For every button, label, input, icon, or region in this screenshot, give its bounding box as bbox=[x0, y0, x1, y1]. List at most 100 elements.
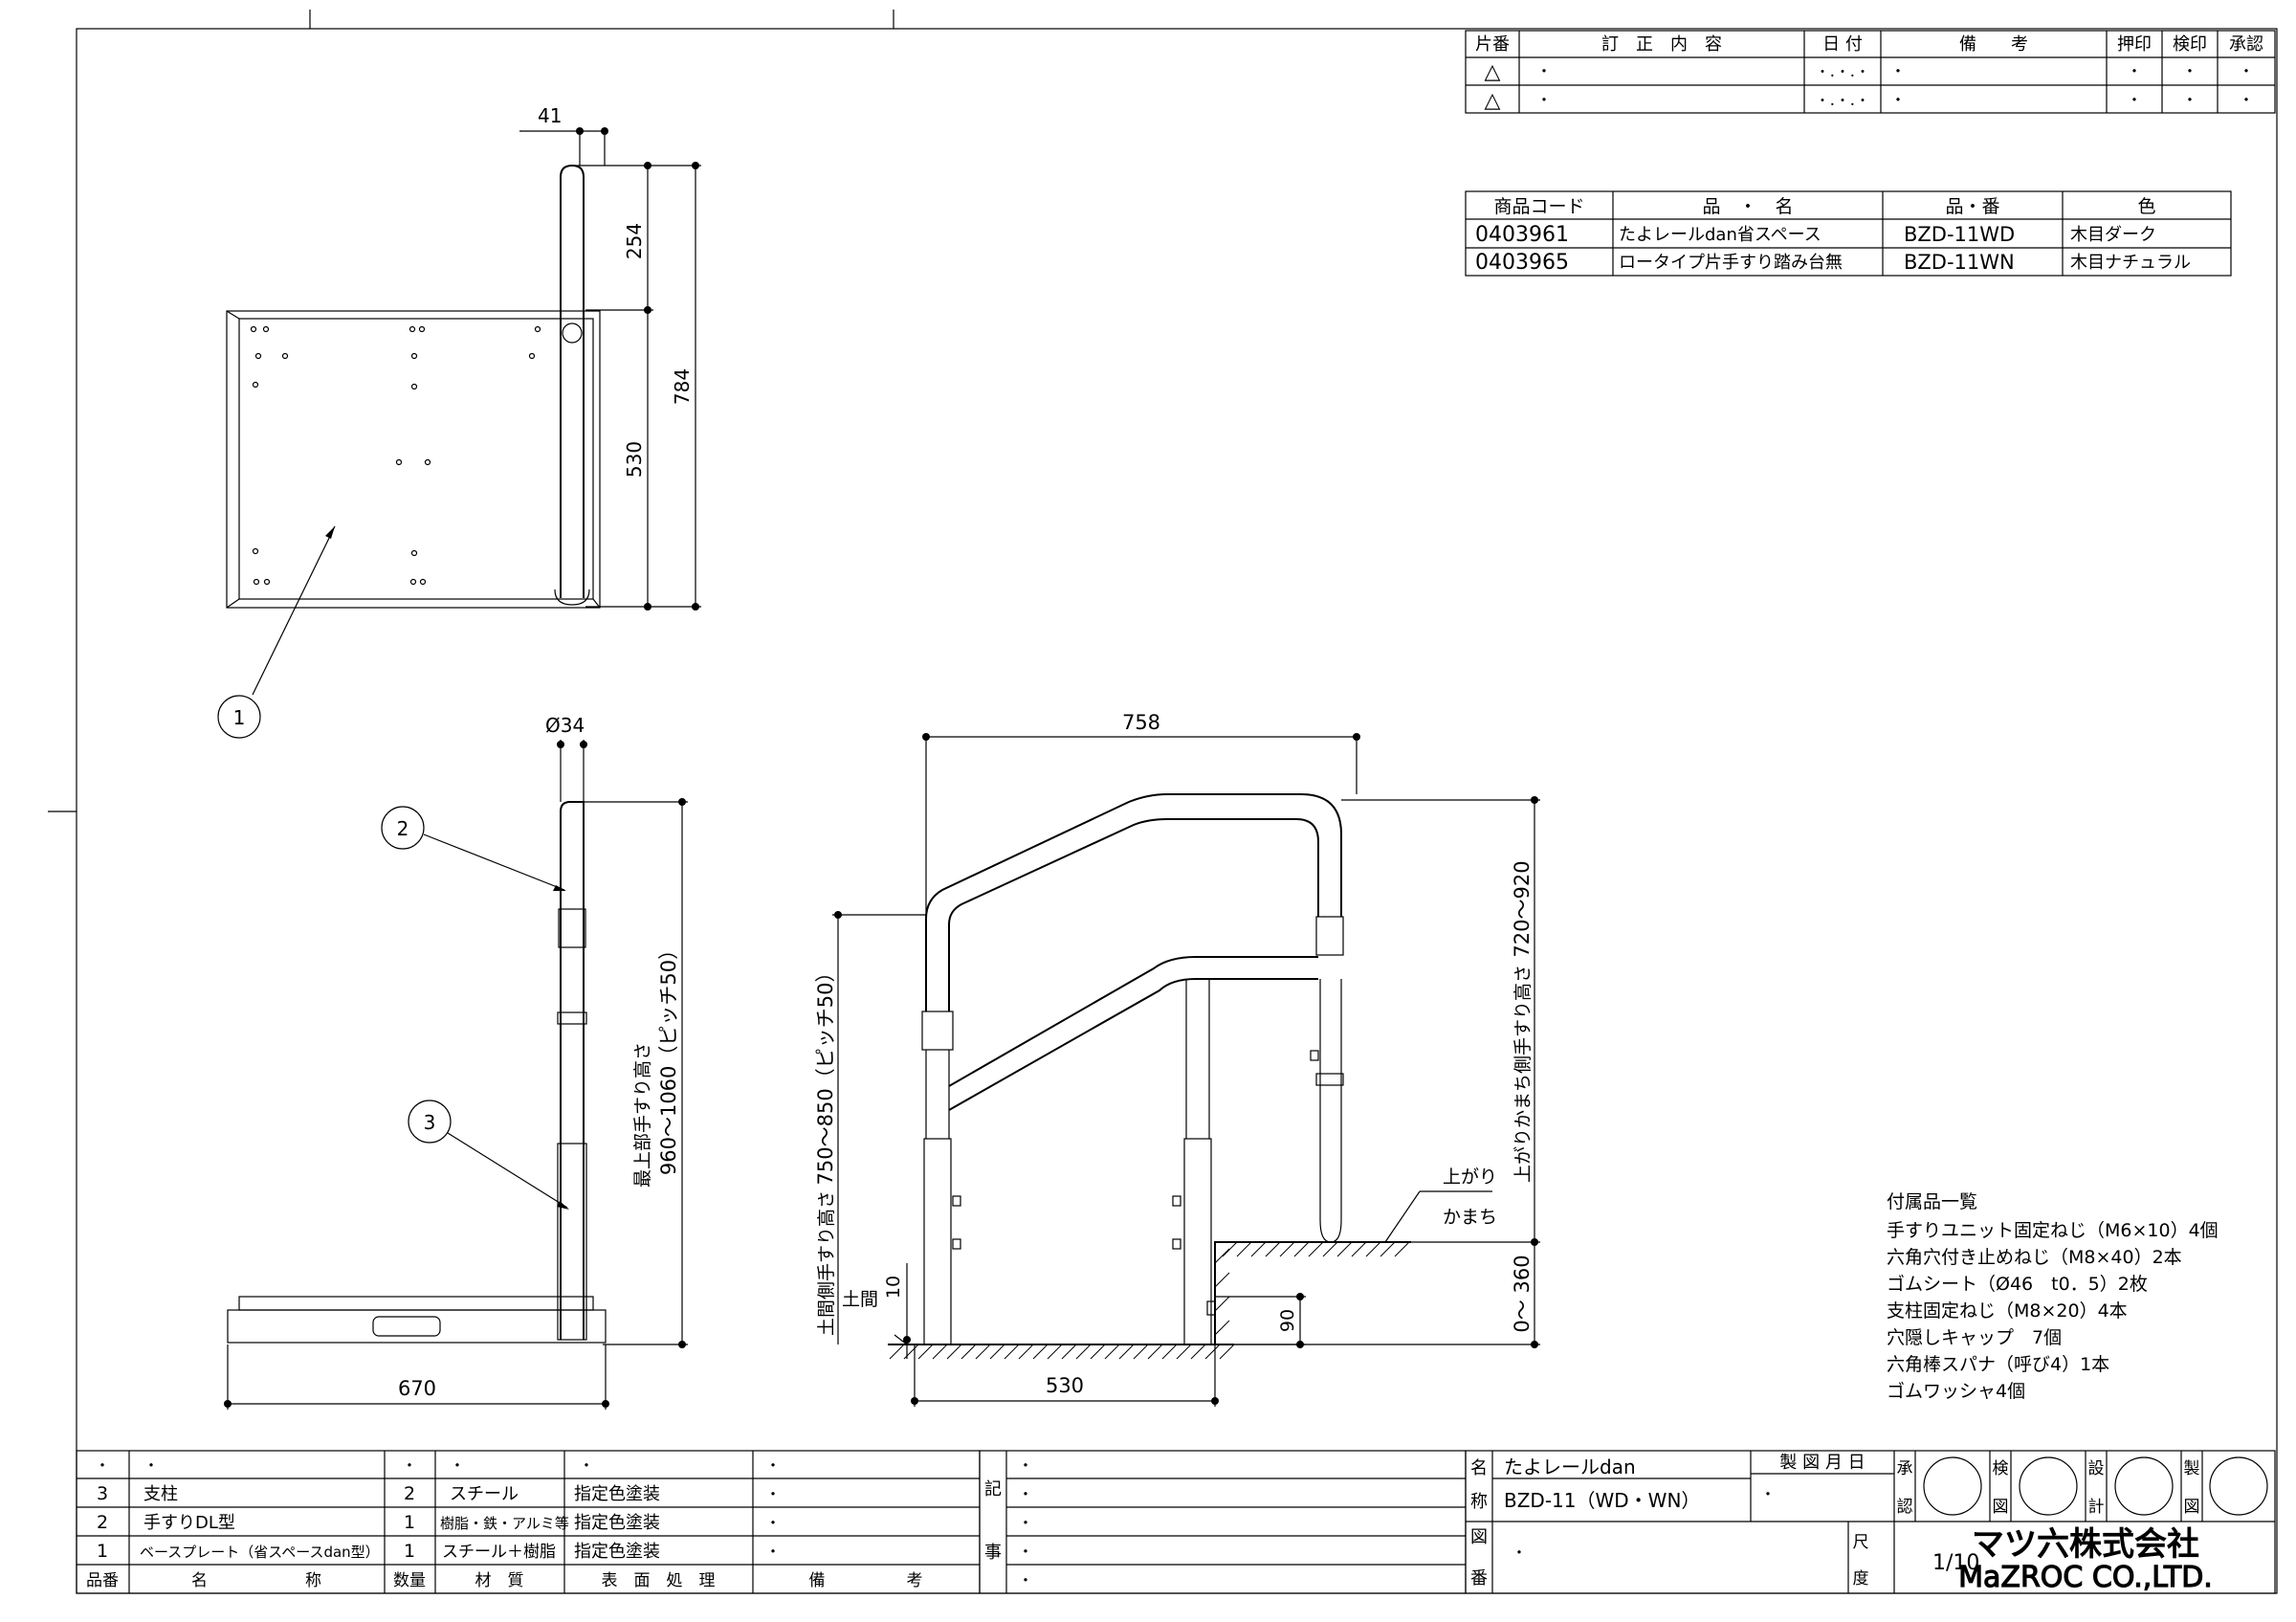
parts-row0-finish: ・ bbox=[579, 1456, 594, 1475]
scale-label-2: 度 bbox=[1853, 1569, 1869, 1589]
top-view: 41 254 530 784 1 bbox=[217, 104, 701, 739]
design-stamp-circle bbox=[2114, 1456, 2174, 1516]
notes-line: ・ bbox=[1018, 1571, 1033, 1589]
product-header-name: 品 ・ 名 bbox=[1702, 196, 1793, 217]
product-name-2: BZD-11（WD・WN） bbox=[1504, 1489, 1700, 1512]
title-label-na: 名 bbox=[1470, 1458, 1488, 1478]
parts-row1-qty: 2 bbox=[404, 1483, 415, 1504]
product-table: 商品コード 品 ・ 名 品・番 色 0403961 たよレールdan省スペース … bbox=[1465, 190, 2232, 277]
product-row2-code: 0403965 bbox=[1475, 251, 1569, 275]
rev-row1-c1: ・ bbox=[2127, 62, 2142, 80]
accessories-title: 付属品一覧 bbox=[1887, 1191, 1977, 1212]
product-name-1: たよレールdan bbox=[1504, 1455, 1636, 1478]
parts-row2-name: 手すりDL型 bbox=[144, 1513, 235, 1533]
parts-row3-note: ・ bbox=[765, 1543, 781, 1561]
title-label-sho: 称 bbox=[1470, 1492, 1488, 1512]
dim-10: 10 bbox=[883, 1276, 904, 1299]
rev-row2-date: ・．・．・ bbox=[1816, 94, 1869, 109]
parts-row0-no: ・ bbox=[95, 1456, 110, 1475]
rev-header-note: 備 考 bbox=[1959, 34, 2028, 55]
balloon-3-label: 3 bbox=[424, 1111, 436, 1134]
parts-row1-name: 支柱 bbox=[144, 1484, 178, 1504]
parts-row1-finish: 指定色塗装 bbox=[574, 1483, 660, 1504]
parts-header-no: 品番 bbox=[86, 1571, 119, 1590]
dim-254: 254 bbox=[623, 223, 646, 259]
company-name-jp: マツ六株式会社 bbox=[1972, 1525, 2199, 1564]
parts-row2-finish: 指定色塗装 bbox=[574, 1512, 660, 1533]
notes-label-ji: 事 bbox=[984, 1543, 1002, 1563]
rev-header-content: 訂 正 内 容 bbox=[1601, 34, 1722, 55]
rev-row2-mark: △ bbox=[1485, 89, 1501, 113]
parts-header-qty: 数量 bbox=[393, 1571, 426, 1590]
dim-670: 670 bbox=[398, 1377, 436, 1400]
made-date-label: 製 図 月 日 bbox=[1779, 1453, 1865, 1473]
check-label-1: 検 bbox=[1993, 1459, 2009, 1478]
check-stamp-circle bbox=[2019, 1456, 2078, 1516]
rev-row2-c1: ・ bbox=[2127, 91, 2142, 109]
rev-header-stamp: 押印 bbox=[2117, 34, 2152, 55]
dim-530-vertical: 530 bbox=[623, 441, 646, 478]
parts-row1-note: ・ bbox=[765, 1485, 781, 1503]
rev-header-check: 検印 bbox=[2173, 34, 2207, 55]
rev-row2-c3: ・ bbox=[2239, 91, 2254, 109]
product-header-color: 色 bbox=[2137, 196, 2155, 217]
mounting-holes bbox=[250, 325, 541, 586]
accessory-item: 六角穴付き止めねじ（M8×40）2本 bbox=[1887, 1247, 2182, 1268]
drawing-number: ・ bbox=[1512, 1544, 1527, 1562]
base-plate-outline bbox=[226, 310, 601, 609]
parts-row0-note: ・ bbox=[765, 1456, 781, 1475]
accessory-item: 六角棒スパナ（呼び4）1本 bbox=[1887, 1354, 2109, 1375]
rev-header-approve: 承認 bbox=[2229, 34, 2263, 55]
balloon-2 bbox=[381, 806, 425, 850]
label-kamachi: かまち bbox=[1443, 1207, 1497, 1228]
title-label-zu: 図 bbox=[1470, 1527, 1488, 1547]
product-row2-color: 木目ナチュラル bbox=[2070, 253, 2191, 273]
parts-header-finish: 表 面 処 理 bbox=[602, 1571, 716, 1590]
approve-label-1: 承 bbox=[1897, 1459, 1913, 1478]
design-label-2: 計 bbox=[2088, 1498, 2105, 1517]
accessories-list: 付属品一覧 手すりユニット固定ねじ（M6×10）4個 六角穴付き止めねじ（M8×… bbox=[1887, 1191, 2219, 1402]
approve-stamp-circle bbox=[1923, 1456, 1982, 1516]
accessory-item: 支柱固定ねじ（M8×20）4本 bbox=[1887, 1300, 2128, 1322]
parts-row0-qty: ・ bbox=[402, 1456, 417, 1475]
rev-row1-mark: △ bbox=[1485, 60, 1501, 84]
rev-row2-content: ・ bbox=[1536, 91, 1552, 109]
rev-header-date: 日 付 bbox=[1822, 34, 1863, 55]
rev-row1-date: ・．・．・ bbox=[1816, 65, 1869, 80]
notes-label-ki: 記 bbox=[984, 1479, 1002, 1500]
balloon-3 bbox=[408, 1100, 452, 1144]
parts-list-table: ・ ・ ・ ・ ・ ・ 3 支柱 2 スチール 指定色塗装 ・ 2 手すりDL型… bbox=[76, 1450, 981, 1594]
parts-row0-material: ・ bbox=[450, 1456, 465, 1475]
dim-530-horizontal: 530 bbox=[1046, 1374, 1084, 1397]
scale-label-1: 尺 bbox=[1853, 1533, 1869, 1552]
dim-758: 758 bbox=[1122, 711, 1160, 734]
revision-table: 片番 訂 正 内 容 日 付 備 考 押印 検印 承認 △ ・ ・．・．・ ・ … bbox=[1465, 30, 2276, 114]
notes-line: ・ bbox=[1018, 1456, 1033, 1475]
approve-label-2: 認 bbox=[1897, 1498, 1913, 1517]
scale-value: 1/10 bbox=[1932, 1551, 1979, 1575]
rev-row1-content: ・ bbox=[1536, 62, 1552, 80]
accessory-item: ゴムシート（Ø46 t0．5）2枚 bbox=[1887, 1274, 2148, 1295]
accessory-item: 手すりユニット固定ねじ（M6×10）4個 bbox=[1887, 1220, 2219, 1241]
product-row1-part: BZD-11WD bbox=[1904, 223, 2015, 246]
accessory-item: 穴隠しキャップ 7個 bbox=[1887, 1327, 2062, 1348]
product-row2-part: BZD-11WN bbox=[1904, 251, 2015, 274]
dim-kamachi-height-label: 上がりかまち側手すり高さ bbox=[1512, 965, 1534, 1183]
design-label-1: 設 bbox=[2088, 1459, 2105, 1478]
dim-90: 90 bbox=[1277, 1309, 1298, 1332]
rev-row1-note: ・ bbox=[1890, 62, 1906, 80]
notes-line: ・ bbox=[1018, 1514, 1033, 1532]
check-label-2: 図 bbox=[1993, 1498, 2009, 1517]
parts-row2-note: ・ bbox=[765, 1514, 781, 1532]
balloon-2-label: 2 bbox=[397, 817, 409, 840]
rev-header-no: 片番 bbox=[1475, 34, 1510, 55]
front-view: 758 土間側手すり高さ 750〜850（ピッチ50） 土間 10 530 90… bbox=[814, 711, 1540, 1407]
parts-row2-qty: 1 bbox=[404, 1512, 415, 1533]
draw-label-1: 製 bbox=[2184, 1459, 2200, 1478]
rev-row2-note: ・ bbox=[1890, 91, 1906, 109]
parts-header-name: 名 称 bbox=[191, 1571, 321, 1590]
dim-doma-height-label: 土間側手すり高さ bbox=[816, 1190, 837, 1336]
label-doma: 土間 bbox=[842, 1289, 878, 1310]
product-header-code: 商品コード bbox=[1493, 196, 1584, 217]
company-name-en: MaZROC CO.,LTD. bbox=[1958, 1561, 2213, 1594]
